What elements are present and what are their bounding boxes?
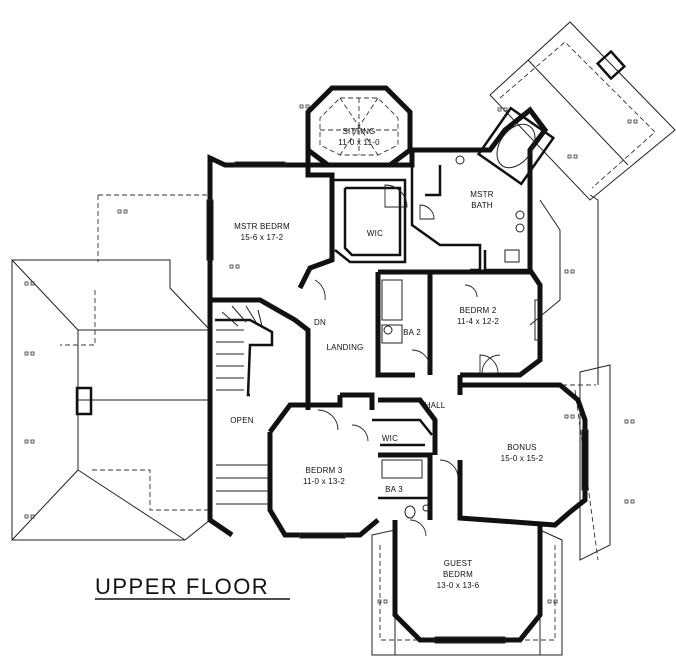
roof-top-right — [489, 21, 676, 201]
master-wic-label: WIC — [367, 229, 383, 238]
stairs — [216, 305, 268, 505]
master-bath-label: MSTR — [470, 190, 493, 199]
doors — [314, 184, 501, 537]
landing-label: LANDING — [327, 343, 364, 352]
ba2-label: BA 2 — [403, 328, 421, 337]
master-tub — [476, 106, 556, 186]
hall-wic-label: WIC — [382, 434, 398, 443]
guest-bedroom-size: 13-0 x 13-6 — [437, 581, 480, 590]
sitting-label: SITTING — [343, 127, 376, 136]
bonus-size: 15-0 x 15-2 — [501, 454, 544, 463]
master-bedroom-size: 15-6 x 17-2 — [241, 233, 284, 242]
roof-right — [529, 194, 611, 561]
master-bedroom-label: MSTR BEDRM — [234, 222, 290, 231]
chimney-left — [75, 386, 93, 416]
stair-down-label: DN — [314, 318, 326, 327]
roof-vents — [24, 104, 638, 604]
bedroom3-label: BEDRM 3 — [306, 466, 343, 475]
roof-left — [11, 194, 211, 541]
master-bath-label-2: BATH — [471, 201, 493, 210]
interior-walls — [210, 165, 530, 520]
bedroom3-size: 11-0 x 13-2 — [303, 477, 345, 486]
bedroom2-label: BEDRM 2 — [460, 306, 497, 315]
exterior-walls — [207, 106, 588, 643]
room-labels: SITTING 11-0 x 11-0 MSTR BEDRM 15-6 x 17… — [230, 127, 543, 590]
windows — [206, 161, 589, 644]
guest-bedroom-label: GUEST — [444, 559, 473, 568]
bonus-label: BONUS — [507, 443, 536, 452]
hall-label: HALL — [425, 401, 446, 410]
open-label: OPEN — [230, 416, 253, 425]
fixtures — [383, 155, 525, 519]
floor-title: UPPER FLOOR — [95, 574, 269, 599]
guest-bedroom-label-2: BEDRM — [443, 570, 473, 579]
sitting-size: 11-0 x 11-0 — [338, 138, 380, 147]
ba3-label: BA 3 — [385, 485, 403, 494]
roof-bottom — [371, 529, 563, 656]
chimney-right — [595, 49, 627, 81]
bedroom2-size: 11-4 x 12-2 — [457, 317, 499, 326]
